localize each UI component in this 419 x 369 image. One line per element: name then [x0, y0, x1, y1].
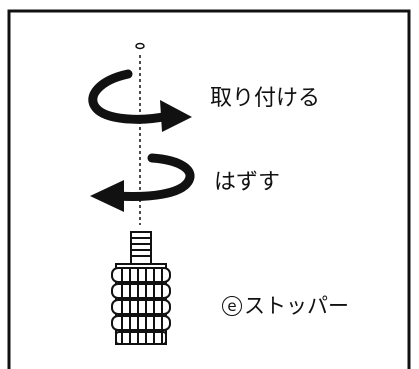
rotate-clockwise-arrow-icon [88, 69, 192, 132]
remove-label: はずす [214, 170, 281, 195]
threaded-stopper-icon [111, 231, 171, 345]
part-name: ストッパー [244, 294, 349, 318]
screw-tip-icon [135, 42, 145, 50]
rotate-counterclockwise-arrow-icon [90, 153, 195, 212]
attach-label: 取り付ける [210, 86, 321, 111]
frame-border [7, 9, 411, 369]
part-letter-badge: e [222, 296, 242, 316]
